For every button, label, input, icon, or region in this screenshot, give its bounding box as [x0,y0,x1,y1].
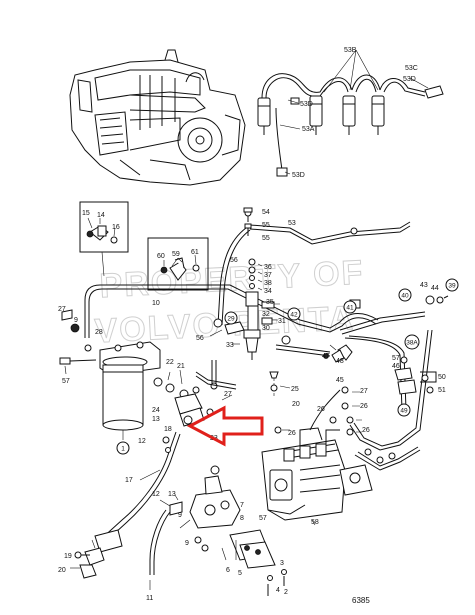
label-26-a: 26 [288,430,296,437]
label-22: 22 [166,359,174,366]
label-24: 24 [152,407,160,414]
injector-assembly [209,258,280,360]
label-12: 12 [138,438,146,445]
fittings-21-28 [153,360,291,434]
label-55-b: 55 [262,235,270,242]
detail-box-59-61 [147,237,209,291]
injector-42 [275,335,353,363]
label-35: 35 [266,299,274,306]
injection-pump [261,389,373,526]
label-9-c: 9 [185,540,189,547]
label-27-c: 27 [360,388,368,395]
circled-numbers: 1 29 41 40 39 42 38A 49 [116,278,459,455]
label-56-b: 56 [196,335,204,342]
label-4: 4 [276,587,280,594]
circle-label-39: 39 [448,283,456,290]
label-12-b: 12 [152,491,160,498]
feed-pump [149,465,287,596]
label-3: 3 [280,560,284,567]
label-43: 43 [420,282,428,289]
circle-label-29: 29 [227,316,235,323]
label-8: 8 [240,515,244,522]
label-53D-mid: 53D [300,101,313,108]
fuel-filter [59,309,161,440]
hand-primer [70,529,123,579]
label-38: 38 [264,280,272,287]
watermark: PROPERTY OF VOLVO PENTA [93,253,366,351]
label-27-a: 27 [58,306,66,313]
label-36: 36 [264,264,272,271]
label-55-a: 55 [262,222,270,229]
label-46: 46 [392,363,400,370]
label-31: 31 [278,318,286,325]
label-53C: 53C [405,65,418,72]
label-14: 14 [97,212,105,219]
red-arrow-icon [186,405,264,447]
label-45: 45 [336,377,344,384]
circle-label-41: 41 [346,305,354,312]
pipe-17 [99,431,181,544]
label-2: 2 [284,589,288,596]
label-15: 15 [82,210,90,217]
drawing-reference: 6385 [352,596,370,605]
circle-label-1: 1 [121,446,125,453]
label-27-b: 27 [224,391,232,398]
label-17: 17 [125,477,133,484]
label-37: 37 [264,272,272,279]
label-28: 28 [95,329,103,336]
label-54: 54 [262,209,270,216]
label-50: 50 [438,374,446,381]
label-60: 60 [157,253,165,260]
label-6: 6 [226,567,230,574]
engine-illustration [69,49,246,186]
label-53: 53 [288,220,296,227]
label-5: 5 [238,570,242,577]
label-58: 58 [311,519,319,526]
label-20-b: 20 [58,567,66,574]
label-11: 11 [146,595,153,602]
label-44: 44 [431,285,439,292]
label-61: 61 [191,249,199,256]
label-57-b: 57 [392,355,400,362]
label-59: 59 [172,251,180,258]
circle-label-49: 49 [400,408,408,415]
label-51: 51 [438,387,446,394]
label-19: 19 [64,553,72,560]
label-30: 30 [262,325,270,332]
label-53D-bot: 53D [292,172,305,179]
label-57-c: 57 [259,515,267,522]
label-48: 48 [336,358,344,365]
label-47: 47 [322,353,330,360]
label-10: 10 [152,300,160,307]
label-21: 21 [177,363,185,370]
circle-label-42: 42 [290,312,298,319]
leak-off-lines [257,49,444,177]
circle-label-40: 40 [401,293,409,300]
label-26-c: 26 [360,403,368,410]
label-13-b: 13 [168,491,176,498]
label-34: 34 [264,288,272,295]
detail-box-14-16 [79,201,129,277]
label-26-d: 26 [362,427,370,434]
circle-label-38A: 38A [406,340,418,347]
label-16: 16 [112,224,120,231]
label-53D-top: 53D [403,76,416,83]
label-57-a: 57 [62,378,70,385]
label-7: 7 [240,502,244,509]
return-line-53 [217,207,411,326]
label-53B: 53B [344,47,357,54]
label-25: 25 [291,386,299,393]
label-20: 20 [292,401,300,408]
label-33: 33 [226,342,234,349]
label-9: 9 [74,317,78,324]
label-53A: 53A [302,126,315,133]
right-fittings [341,295,449,471]
label-13-a: 13 [152,416,160,423]
label-9-b: 9 [178,512,182,519]
label-18: 18 [164,426,172,433]
label-56-a: 56 [230,257,238,264]
label-26-b: 26 [317,406,325,413]
label-32: 32 [262,311,270,318]
